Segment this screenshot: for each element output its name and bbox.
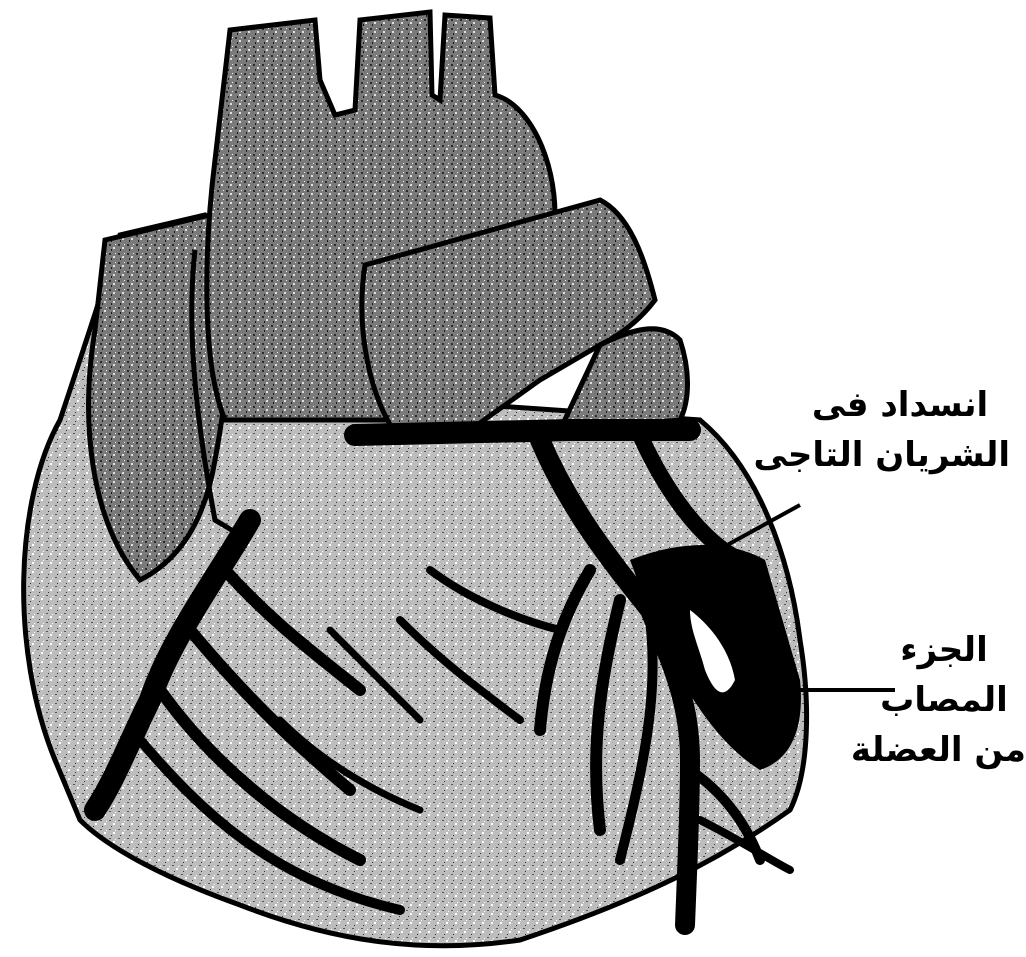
label-damaged-line1: الجزء: [862, 625, 1026, 675]
label-blockage-line1: انسداد فی: [790, 380, 1010, 430]
label-damaged-muscle: الجزء المصاب من العضلة: [862, 625, 1026, 775]
label-blockage-line2: الشریان التاجی: [790, 430, 1010, 480]
label-damaged-line3: من العضلة: [862, 725, 1026, 775]
label-coronary-blockage: انسداد فی الشریان التاجی: [790, 380, 1010, 480]
label-damaged-line2: المصاب: [862, 675, 1026, 725]
